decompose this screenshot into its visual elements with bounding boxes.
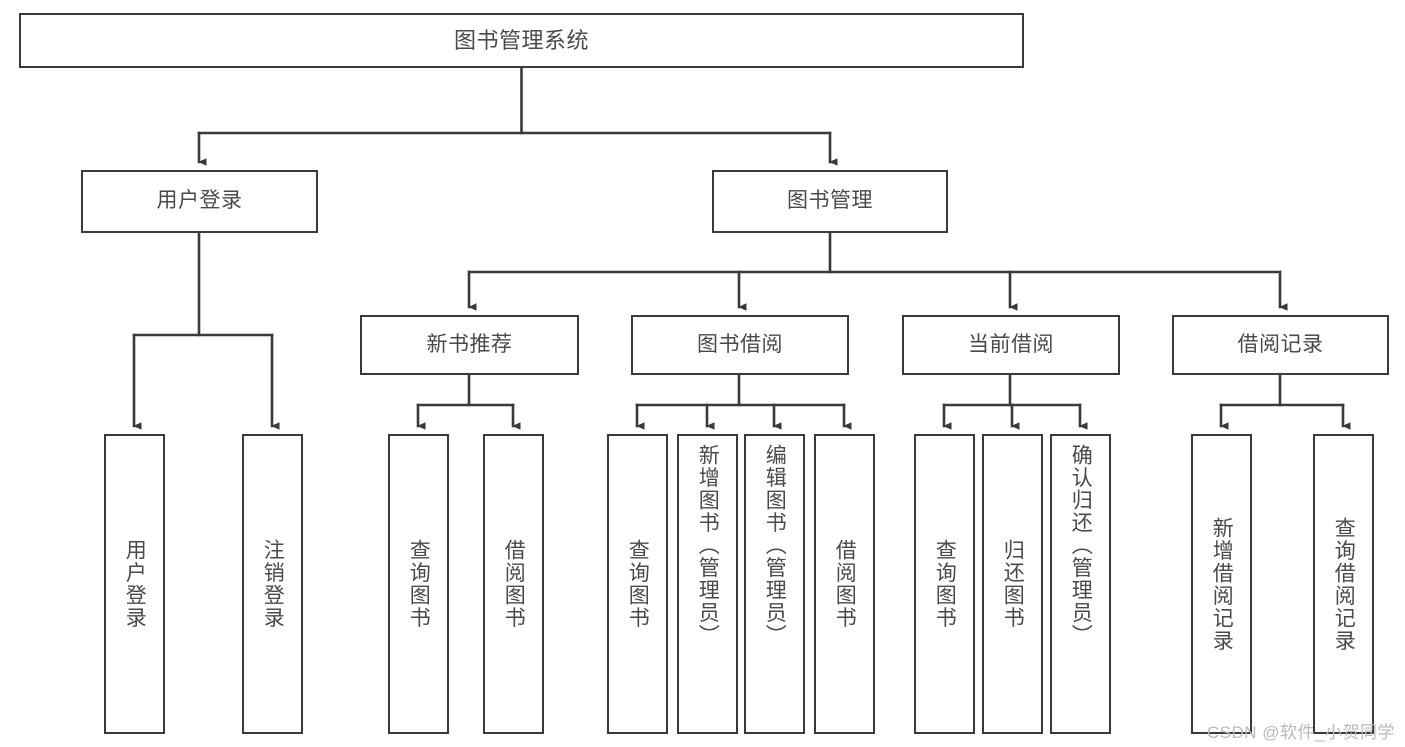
watermark-text: CSDN @软件_小贺同学 [1206,723,1395,742]
node-label: 查询图书 [933,539,957,629]
node-label: 图书管理 [787,189,873,213]
node-leaf-query-borrow-record[interactable]: 查询借阅记录 [1313,434,1374,734]
node-label: 归还图书 [1001,539,1025,629]
node-label: 借阅图书 [833,539,857,629]
node-user-login[interactable]: 用户登录 [81,170,318,233]
node-label: 查询图书 [407,539,431,629]
node-leaf-logout[interactable]: 注销登录 [242,434,303,734]
node-book-borrow[interactable]: 图书借阅 [631,315,849,375]
node-leaf-borrow-book-recommend[interactable]: 借阅图书 [483,434,544,734]
node-leaf-borrow-book[interactable]: 借阅图书 [814,434,875,734]
node-new-book-recommend[interactable]: 新书推荐 [360,315,579,375]
node-label: 借阅记录 [1237,332,1324,356]
node-borrow-record[interactable]: 借阅记录 [1172,315,1389,375]
node-leaf-edit-book-admin[interactable]: 编辑图书（管理员） [744,434,805,734]
node-label: 确认归还（管理员） [1069,444,1093,647]
node-label: 借阅图书 [502,539,526,629]
node-leaf-query-book-recommend[interactable]: 查询图书 [388,434,449,734]
node-label: 查询借阅记录 [1332,516,1356,652]
node-leaf-query-book-current[interactable]: 查询图书 [914,434,975,734]
node-label: 用户登录 [156,189,243,213]
node-label: 图书管理系统 [453,27,589,53]
node-leaf-return-book[interactable]: 归还图书 [982,434,1043,734]
node-leaf-add-borrow-record[interactable]: 新增借阅记录 [1191,434,1252,734]
node-label: 当前借阅 [968,332,1054,356]
node-leaf-confirm-return-admin[interactable]: 确认归还（管理员） [1050,434,1111,734]
node-leaf-add-book-admin[interactable]: 新增图书（管理员） [677,434,738,734]
node-book-management[interactable]: 图书管理 [712,170,948,233]
node-root-book-management-system[interactable]: 图书管理系统 [19,13,1024,68]
node-label: 新书推荐 [426,332,513,356]
node-label: 图书借阅 [697,332,783,356]
node-label: 新增借阅记录 [1210,516,1234,652]
node-current-borrow[interactable]: 当前借阅 [902,315,1120,375]
node-label: 用户登录 [123,539,147,629]
node-label: 注销登录 [261,539,285,629]
node-leaf-query-book-borrow[interactable]: 查询图书 [607,434,668,734]
node-label: 新增图书（管理员） [696,444,720,647]
node-leaf-user-login[interactable]: 用户登录 [104,434,165,734]
node-label: 查询图书 [626,539,650,629]
node-label: 编辑图书（管理员） [763,444,787,647]
